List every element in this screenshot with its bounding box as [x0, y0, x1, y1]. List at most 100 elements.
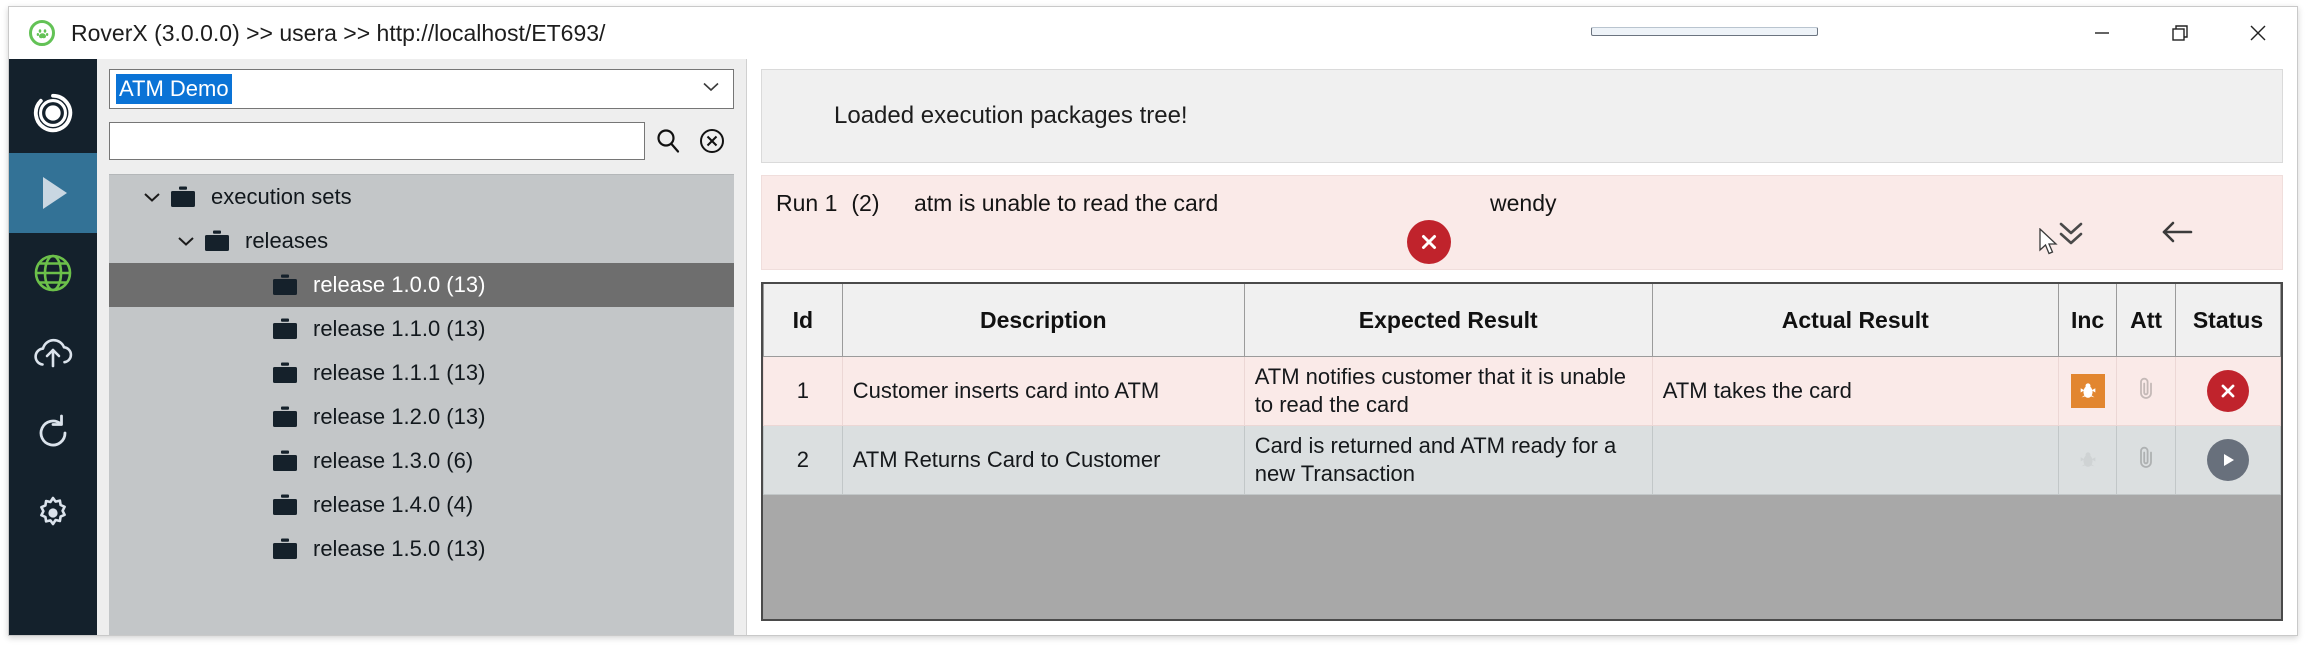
execution-tree: execution sets releases release 1.0.0 (13)…: [109, 174, 734, 635]
chevrons-down-icon[interactable]: [2052, 214, 2090, 257]
steps-table: Id Description Expected Result Actual Re…: [763, 284, 2281, 496]
tree-item-label: release 1.1.1 (13): [313, 360, 486, 385]
chevron-down-icon[interactable]: [169, 228, 203, 254]
cell-description: ATM Returns Card to Customer: [841, 425, 1245, 496]
briefcase-icon: [271, 537, 299, 561]
fail-circle-icon[interactable]: [2206, 370, 2249, 413]
briefcase-icon: [271, 273, 299, 297]
briefcase-icon: [271, 317, 299, 341]
project-select[interactable]: ATM Demo: [109, 69, 734, 109]
project-select-value: ATM Demo: [116, 74, 232, 104]
table-empty-area: [763, 495, 2281, 620]
fail-circle-icon: [1407, 219, 1451, 264]
cell-actual-result: ATM takes the card: [1651, 356, 2059, 427]
cell-incident[interactable]: [2057, 356, 2118, 427]
briefcase-icon: [169, 185, 197, 209]
sidebar-item-globe[interactable]: [9, 233, 97, 313]
cell-attachment[interactable]: [2116, 425, 2176, 496]
tree-item[interactable]: release 1.3.0 (6): [109, 439, 734, 483]
column-header-actual-result[interactable]: Actual Result: [1651, 284, 2059, 358]
title-bar-strip: [1591, 27, 1818, 36]
chevron-down-icon: [701, 80, 721, 99]
run-title: atm is unable to read the card: [914, 189, 1219, 216]
tree-item-label: releases: [245, 228, 329, 253]
application-window: RoverX (3.0.0.0) >> usera >> http://loca…: [8, 6, 2298, 636]
cell-status[interactable]: [2174, 425, 2281, 496]
tree-item-label: release 1.5.0 (13): [313, 536, 486, 561]
column-header-status[interactable]: Status: [2174, 284, 2281, 358]
tree-item[interactable]: release 1.0.0 (13): [109, 263, 734, 307]
tree-item[interactable]: releases: [109, 219, 734, 263]
table-header-row: Id Description Expected Result Actual Re…: [763, 284, 2281, 358]
cell-attachment[interactable]: [2116, 356, 2176, 427]
cell-incident[interactable]: [2057, 425, 2118, 496]
sidebar-item-refresh[interactable]: [9, 393, 97, 473]
arrow-left-icon[interactable]: [2157, 214, 2197, 255]
tree-item[interactable]: release 1.5.0 (13): [109, 527, 734, 571]
column-header-att[interactable]: Att: [2116, 284, 2176, 358]
window-body: ATM Demo: [9, 59, 2297, 635]
column-header-id[interactable]: Id: [763, 284, 843, 358]
briefcase-icon: [271, 361, 299, 385]
cell-description: Customer inserts card into ATM: [841, 356, 1245, 427]
sidebar-item-upload[interactable]: [9, 313, 97, 393]
close-icon[interactable]: [2219, 7, 2297, 59]
mouse-cursor: [2039, 227, 2061, 258]
tree-item[interactable]: execution sets: [109, 175, 734, 219]
clear-circle-icon[interactable]: [691, 121, 734, 161]
cell-expected-result: ATM notifies customer that it is unable …: [1243, 356, 1653, 427]
tree-panel: ATM Demo: [97, 59, 747, 635]
steps-table-wrapper: Id Description Expected Result Actual Re…: [761, 282, 2283, 621]
cell-status[interactable]: [2174, 356, 2281, 427]
sidebar-item-logo[interactable]: [9, 73, 97, 153]
paperclip-icon[interactable]: [2135, 444, 2157, 470]
tree-item-label: release 1.0.0 (13): [313, 272, 486, 297]
window-title: RoverX (3.0.0.0) >> usera >> http://loca…: [71, 19, 606, 46]
chevron-down-icon[interactable]: [135, 184, 169, 210]
briefcase-icon: [203, 229, 231, 253]
bug-icon[interactable]: [2070, 374, 2105, 409]
tree-item[interactable]: release 1.2.0 (13): [109, 395, 734, 439]
briefcase-icon: [271, 493, 299, 517]
tree-item[interactable]: release 1.4.0 (4): [109, 483, 734, 527]
tree-item[interactable]: release 1.1.1 (13): [109, 351, 734, 395]
play-circle-icon[interactable]: [2206, 439, 2249, 482]
tree-item-label: release 1.2.0 (13): [313, 404, 486, 429]
briefcase-icon: [271, 405, 299, 429]
minimize-icon[interactable]: [2063, 7, 2141, 59]
run-header: Run 1(2) atm is unable to read the card …: [761, 174, 2283, 271]
search-icon[interactable]: [645, 121, 690, 161]
tree-item-label: release 1.4.0 (4): [313, 492, 474, 517]
run-user: wendy: [1490, 189, 1557, 216]
tree-item-label: release 1.1.0 (13): [313, 316, 486, 341]
column-header-expected-result[interactable]: Expected Result: [1243, 284, 1653, 358]
cell-id: 1: [763, 356, 843, 427]
search-input[interactable]: [109, 122, 646, 160]
tree-item-label: execution sets: [211, 184, 352, 209]
briefcase-icon: [271, 449, 299, 473]
content-panel: Loaded execution packages tree! Run 1(2)…: [747, 59, 2297, 635]
paperclip-icon[interactable]: [2135, 375, 2157, 401]
sidebar-rail: [9, 59, 97, 635]
window-controls: [2063, 7, 2297, 59]
notice-banner: Loaded execution packages tree!: [761, 69, 2283, 163]
column-header-description[interactable]: Description: [841, 284, 1245, 358]
restore-icon[interactable]: [2141, 7, 2219, 59]
cell-expected-result: Card is returned and ATM ready for a new…: [1243, 425, 1653, 496]
tree-search-row: [109, 121, 734, 161]
tree-item[interactable]: release 1.1.0 (13): [109, 307, 734, 351]
title-bar: RoverX (3.0.0.0) >> usera >> http://loca…: [9, 7, 2297, 59]
column-header-inc[interactable]: Inc: [2057, 284, 2118, 358]
sidebar-item-settings[interactable]: [9, 473, 97, 553]
paw-circle-icon: [29, 20, 55, 46]
run-name: Run 1: [776, 189, 838, 216]
sidebar-item-execution[interactable]: [9, 153, 97, 233]
cell-actual-result: [1651, 425, 2059, 496]
tree-item-label: release 1.3.0 (6): [313, 448, 474, 473]
cell-id: 2: [763, 425, 843, 496]
run-label: Run 1(2): [776, 190, 880, 217]
bug-icon[interactable]: [2071, 443, 2105, 477]
notice-text: Loaded execution packages tree!: [834, 101, 1188, 129]
